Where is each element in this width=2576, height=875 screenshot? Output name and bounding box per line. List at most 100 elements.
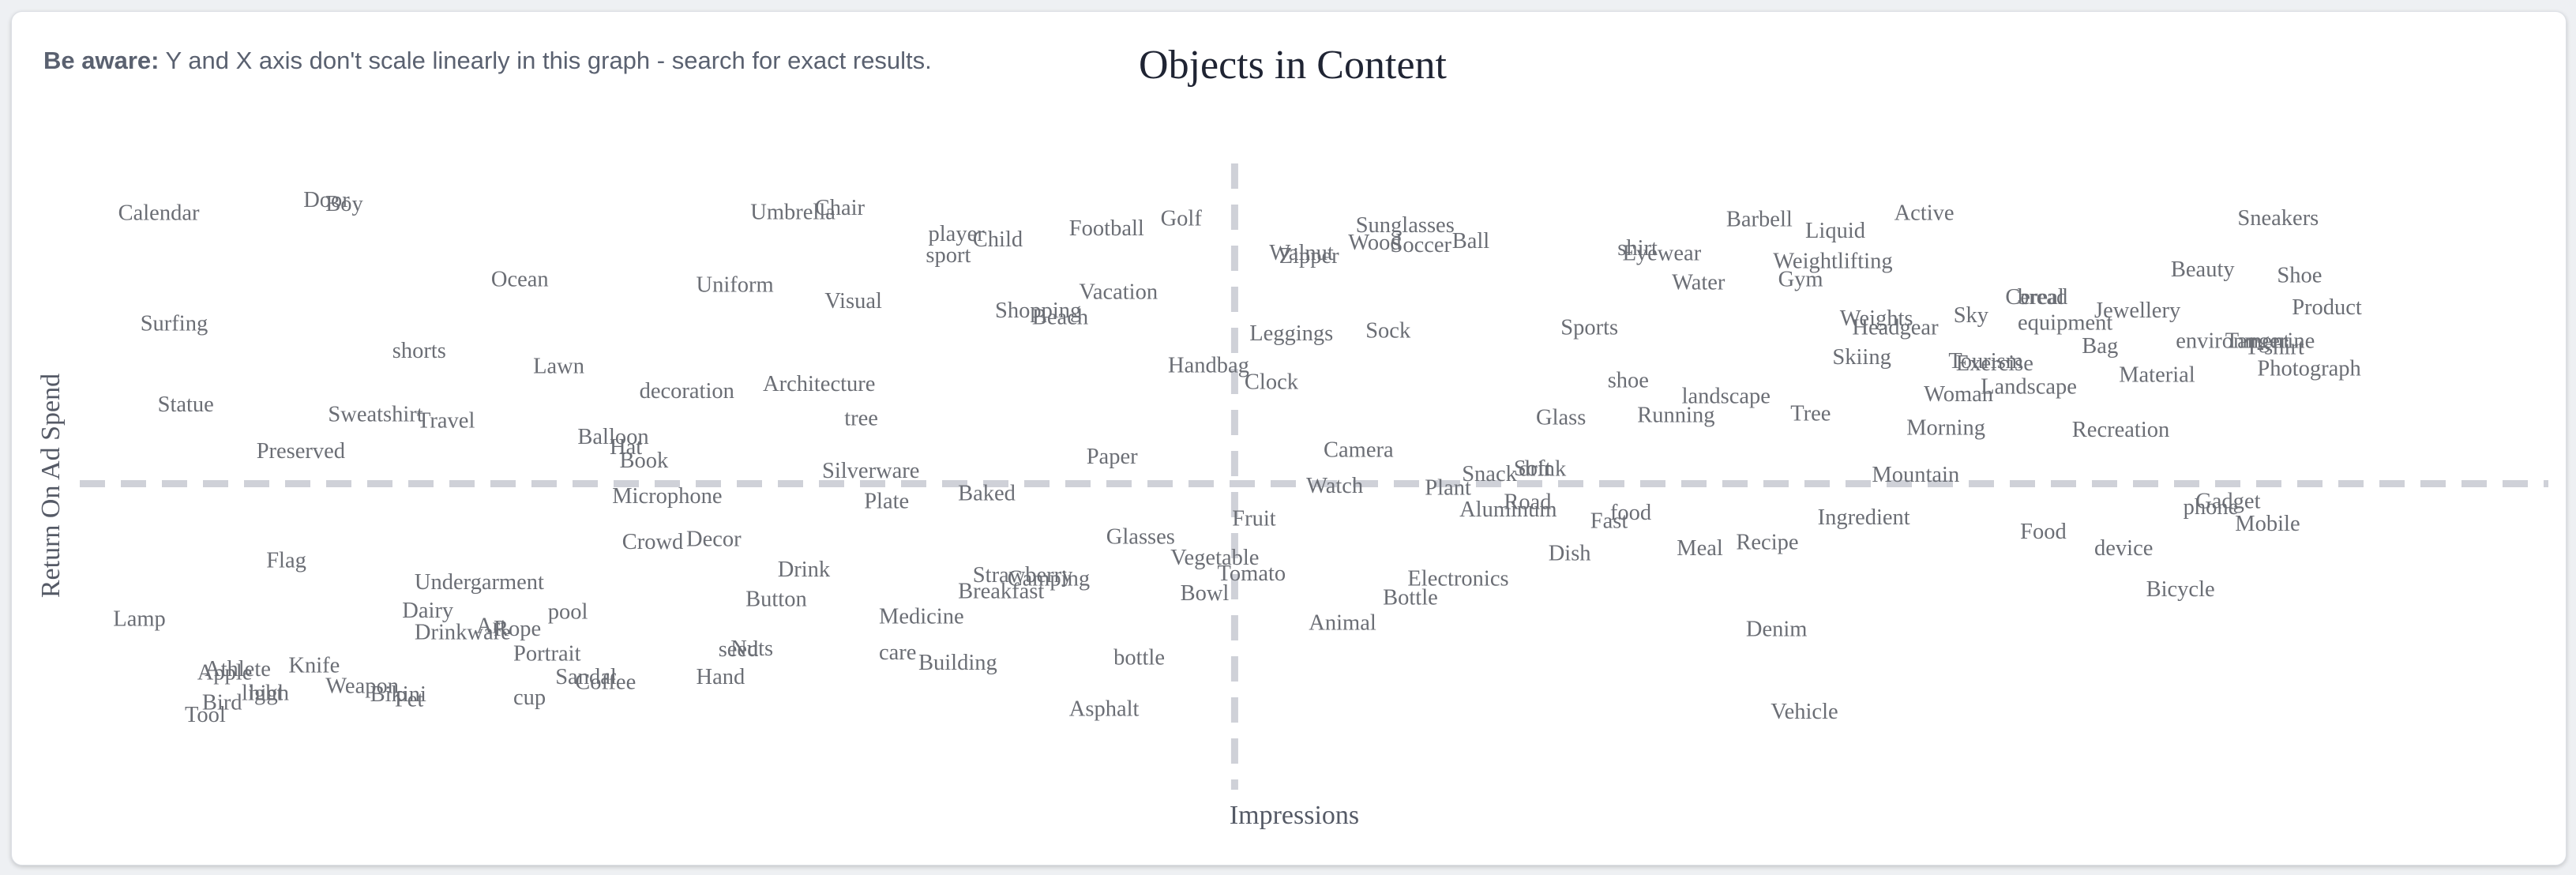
point-label[interactable]: Crowd: [622, 530, 684, 554]
point-label[interactable]: Breakfast: [958, 580, 1044, 604]
point-label[interactable]: Handbag: [1168, 354, 1249, 378]
point-label[interactable]: Surfing: [141, 312, 208, 336]
point-label[interactable]: Liquid: [1805, 219, 1865, 243]
point-label[interactable]: shirt: [1617, 236, 1658, 261]
point-label[interactable]: environment: [2176, 329, 2289, 354]
point-label[interactable]: Ocean: [491, 267, 549, 291]
point-label[interactable]: Tourism: [1948, 349, 2023, 374]
point-label[interactable]: Dish: [1549, 542, 1591, 566]
point-label[interactable]: Beauty: [2171, 257, 2235, 282]
point-label[interactable]: seed: [719, 637, 759, 662]
point-label[interactable]: Book: [620, 449, 670, 473]
point-label[interactable]: Paper: [1087, 445, 1138, 469]
point-label[interactable]: Bikini: [370, 682, 426, 707]
point-label[interactable]: Camera: [1324, 438, 1394, 462]
point-label[interactable]: Bag: [2082, 334, 2118, 359]
point-label[interactable]: Road: [1504, 490, 1551, 514]
point-label[interactable]: Mobile: [2235, 512, 2300, 536]
point-label[interactable]: Calendar: [118, 201, 200, 225]
point-label[interactable]: Shoe: [2277, 263, 2322, 287]
point-label[interactable]: Button: [745, 587, 807, 611]
point-label[interactable]: Glass: [1536, 406, 1586, 430]
point-label[interactable]: Mountain: [1872, 463, 1959, 487]
point-label[interactable]: Vegetable: [1170, 546, 1259, 570]
point-label[interactable]: Gym: [1778, 267, 1823, 291]
point-label[interactable]: pool: [548, 600, 588, 625]
point-label[interactable]: Golf: [1161, 207, 1203, 231]
point-label[interactable]: Food: [2020, 520, 2067, 544]
point-label[interactable]: cup: [513, 685, 546, 710]
point-label[interactable]: Ball: [1452, 229, 1490, 253]
point-label[interactable]: Sweatshirt: [328, 402, 422, 426]
point-label[interactable]: Animal: [1309, 611, 1376, 636]
point-label[interactable]: Dairy: [402, 599, 454, 623]
point-label[interactable]: Boy: [325, 192, 363, 216]
point-label[interactable]: light: [242, 681, 283, 705]
point-label[interactable]: Wood: [1348, 231, 1401, 255]
point-label[interactable]: Uniform: [697, 273, 774, 298]
point-label[interactable]: Material: [2119, 363, 2195, 388]
point-label[interactable]: Sunglasses: [1356, 213, 1455, 238]
point-label[interactable]: player: [929, 222, 986, 246]
point-label[interactable]: Water: [1672, 270, 1725, 295]
point-label[interactable]: Drink: [778, 558, 831, 582]
point-label[interactable]: Flag: [266, 549, 306, 573]
point-label[interactable]: shorts: [392, 339, 446, 363]
point-label[interactable]: Sandal: [555, 665, 617, 689]
point-label[interactable]: Door: [303, 188, 350, 212]
point-label[interactable]: Woman: [1924, 382, 1993, 407]
point-label[interactable]: Sports: [1560, 315, 1618, 340]
point-label[interactable]: Exercise: [1956, 351, 2033, 376]
point-label[interactable]: Child: [973, 227, 1023, 252]
point-label[interactable]: Baked: [958, 482, 1016, 506]
point-label[interactable]: Ingredient: [1818, 505, 1910, 530]
point-label[interactable]: Microphone: [612, 484, 722, 509]
point-label[interactable]: Weapon: [325, 674, 399, 698]
point-label[interactable]: Medicine: [879, 604, 964, 629]
point-label[interactable]: Recipe: [1736, 531, 1798, 555]
point-label[interactable]: Chair: [815, 196, 866, 220]
point-label[interactable]: Bird: [202, 691, 242, 715]
point-label[interactable]: drink: [1519, 457, 1567, 482]
point-label[interactable]: bottle: [1113, 646, 1165, 670]
point-label[interactable]: Plant: [1425, 475, 1471, 500]
point-label[interactable]: Beach: [1032, 305, 1088, 329]
point-label[interactable]: Travel: [417, 409, 475, 434]
point-label[interactable]: Tree: [1790, 402, 1831, 426]
point-label[interactable]: tree: [844, 406, 878, 430]
point-label[interactable]: Tool: [185, 703, 226, 727]
point-label[interactable]: sport: [926, 243, 971, 268]
point-label[interactable]: Statue: [158, 392, 214, 417]
point-label[interactable]: Denim: [1746, 618, 1808, 642]
point-label[interactable]: Fast: [1590, 509, 1628, 534]
point-label[interactable]: Balloon: [577, 425, 648, 449]
point-label[interactable]: Recreation: [2072, 418, 2169, 442]
point-label[interactable]: Bowl: [1181, 581, 1230, 606]
point-label[interactable]: Athlete: [205, 657, 271, 682]
point-label[interactable]: Lamp: [113, 607, 165, 632]
point-label[interactable]: Aluminum: [1459, 498, 1557, 522]
point-label[interactable]: Electronics: [1407, 566, 1508, 591]
point-label[interactable]: device: [2094, 536, 2153, 561]
point-label[interactable]: Decor: [686, 528, 742, 552]
point-label[interactable]: Bicycle: [2146, 577, 2215, 602]
point-label[interactable]: Art: [476, 614, 506, 639]
point-label[interactable]: Running: [1637, 403, 1714, 427]
point-label[interactable]: Gadget: [2195, 490, 2260, 514]
point-label[interactable]: Eyewear: [1623, 242, 1702, 266]
point-label[interactable]: Photograph: [2257, 357, 2360, 381]
point-label[interactable]: Sky: [1954, 303, 1989, 328]
point-label[interactable]: Tangerine: [2225, 329, 2315, 354]
point-label[interactable]: decoration: [640, 379, 734, 404]
point-label[interactable]: Coffee: [575, 670, 636, 695]
point-label[interactable]: Sock: [1365, 319, 1411, 344]
point-label[interactable]: Bottle: [1383, 586, 1438, 610]
point-label[interactable]: bread: [2018, 285, 2067, 310]
point-label[interactable]: Product: [2292, 295, 2362, 320]
point-label[interactable]: Watch: [1306, 474, 1363, 498]
point-label[interactable]: Silverware: [822, 459, 919, 483]
point-label[interactable]: Lawn: [533, 354, 584, 378]
point-label[interactable]: Snack: [1462, 462, 1517, 486]
point-label[interactable]: equipment: [2018, 311, 2112, 336]
point-label[interactable]: Architecture: [763, 372, 875, 396]
